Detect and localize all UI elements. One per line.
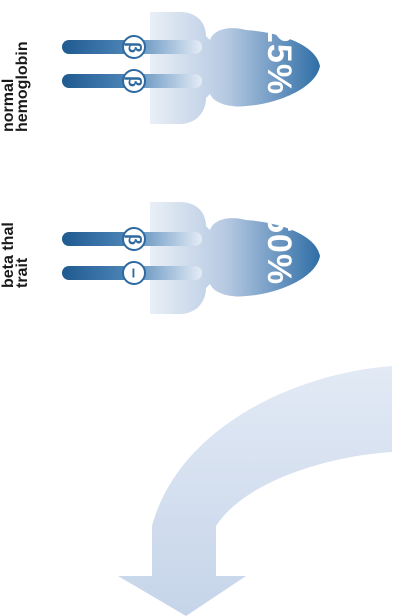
allele-beta-trait-1: β [122,227,146,251]
label-beta-thal-trait: beta thal trait [2,198,30,288]
allele-missing-trait-2: – [122,261,146,285]
label-line-2: hemoglobin [16,12,30,132]
percent-trait: 50% [262,214,296,285]
allele-beta-normal-1: β [122,35,146,59]
curved-arrow [118,366,392,616]
percent-normal: 25% [262,24,296,95]
label-normal-hemoglobin: normal hemoglobin [2,12,30,132]
allele-beta-normal-2: β [122,69,146,93]
label-line-2: trait [16,198,30,288]
